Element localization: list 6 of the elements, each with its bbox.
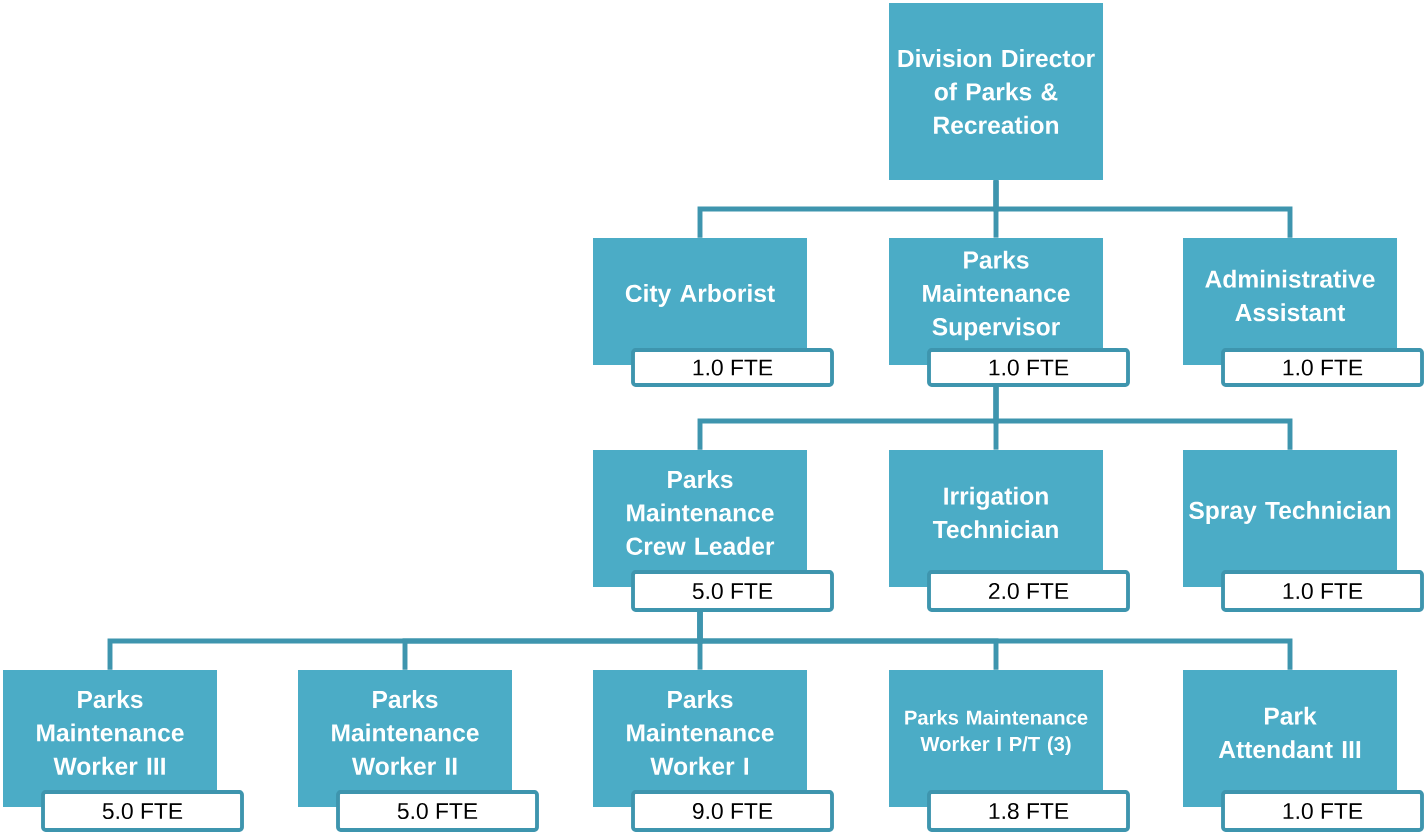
fte-box: 1.0 FTE [631,348,834,387]
connector-line [993,386,1293,450]
connector-line [993,180,1293,238]
fte-box: 1.0 FTE [927,348,1130,387]
connector-line [697,611,1293,670]
job-box: Division Director of Parks & Recreation [889,3,1103,180]
